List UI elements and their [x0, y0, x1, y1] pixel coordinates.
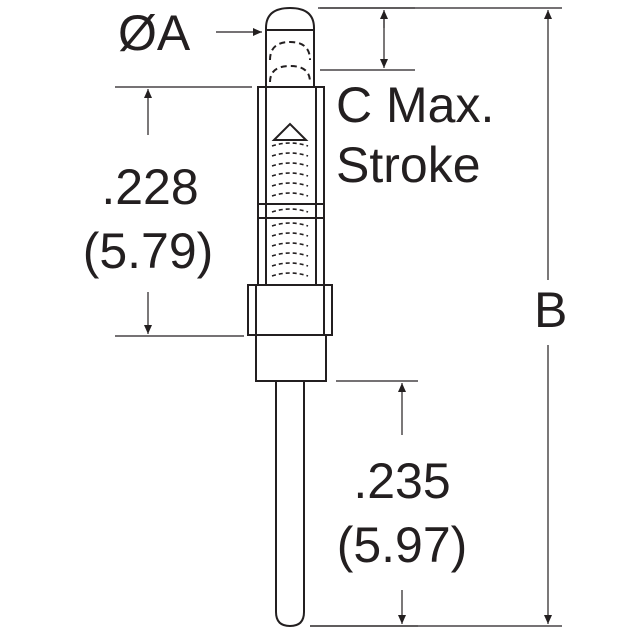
plunger-tip	[265, 6, 315, 87]
retracted-arc-2	[269, 64, 311, 83]
retracted-arc-1	[269, 40, 311, 61]
lower-body	[255, 334, 327, 382]
stroke-label-line2: Stroke	[336, 137, 481, 193]
length-b-label: B	[534, 282, 568, 338]
tail-pin	[275, 381, 305, 628]
diameter-label: ØA	[118, 5, 191, 61]
spring	[271, 142, 309, 277]
lower-dim-mm: (5.97)	[336, 517, 468, 573]
stroke-label-line1: C Max.	[336, 77, 495, 133]
collar	[247, 284, 333, 336]
plunger-head	[271, 122, 309, 141]
upper-dim-mm: (5.79)	[82, 223, 214, 279]
upper-dim-inch: .228	[101, 159, 199, 215]
lower-dim-inch: .235	[353, 453, 451, 509]
barrel	[257, 86, 325, 286]
